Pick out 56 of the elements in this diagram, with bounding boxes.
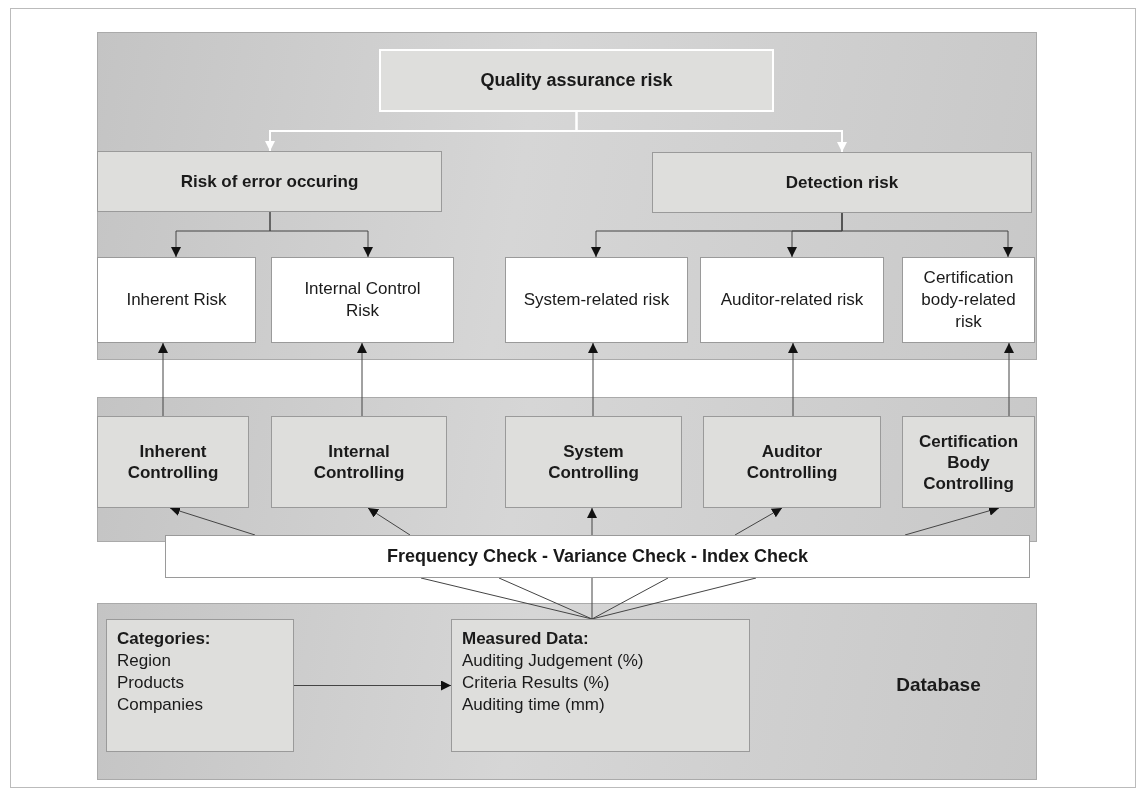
box-label: Frequency Check - Variance Check - Index Check — [386, 546, 809, 567]
box-label: Auditor-related risk — [720, 289, 864, 311]
connector-arrow — [158, 342, 168, 417]
process-box — [165, 535, 1030, 578]
list-item: Region — [117, 650, 171, 672]
connector-arrow — [293, 680, 452, 691]
process-box — [902, 257, 1035, 343]
box-label: Certification body-related risk — [920, 267, 1017, 333]
process-box — [700, 257, 884, 343]
connector-arrow — [588, 342, 598, 417]
box-label: Quality assurance risk — [480, 70, 673, 91]
process-box — [97, 416, 249, 508]
box-label: Detection risk — [785, 172, 899, 193]
connector-arrow — [169, 506, 256, 536]
process-box — [652, 152, 1032, 213]
list-item: Criteria Results (%) — [462, 672, 610, 694]
process-box — [271, 257, 454, 343]
data-box — [451, 619, 750, 752]
connector-arrow — [269, 211, 373, 258]
box-label: Inherent Risk — [126, 289, 227, 311]
connector-arrow — [367, 507, 411, 536]
list-item: Products — [117, 672, 185, 694]
box-label: Certification Body Controlling — [917, 430, 1020, 494]
box-label: System-related risk — [523, 289, 670, 311]
process-box — [505, 257, 688, 343]
connector-arrow — [904, 505, 1000, 536]
connector-arrow — [788, 342, 798, 417]
box-label: Risk of error occuring — [180, 171, 359, 192]
connector-arrow — [357, 342, 367, 417]
process-box — [505, 416, 682, 508]
list-item: Companies — [117, 694, 203, 716]
process-box — [379, 49, 774, 112]
list-heading: Categories: — [117, 628, 211, 650]
panel-background — [97, 603, 1037, 780]
data-box — [106, 619, 294, 752]
connector-arrow — [587, 507, 597, 536]
box-label: Inherent Controlling — [126, 441, 220, 483]
process-box — [97, 151, 442, 212]
panel-background — [97, 32, 1037, 360]
process-box — [902, 416, 1035, 508]
connector-arrow — [1004, 342, 1014, 417]
list-item: Auditing Judgement (%) — [462, 650, 644, 672]
connector-arrow — [575, 111, 847, 153]
connector-arrow — [841, 212, 1013, 258]
box-label: Internal Controlling — [312, 441, 406, 483]
process-box — [703, 416, 881, 508]
process-box — [97, 257, 256, 343]
box-label: Internal Control Risk — [303, 278, 422, 322]
box-label: Auditor Controlling — [745, 441, 839, 483]
list-heading: Measured Data: — [462, 628, 589, 650]
panel-background — [97, 397, 1037, 542]
box-label: System Controlling — [547, 441, 640, 483]
process-box — [271, 416, 447, 508]
list-item: Auditing time (mm) — [462, 694, 605, 716]
panel-title: Database — [895, 674, 982, 696]
connector-arrow — [734, 507, 783, 536]
